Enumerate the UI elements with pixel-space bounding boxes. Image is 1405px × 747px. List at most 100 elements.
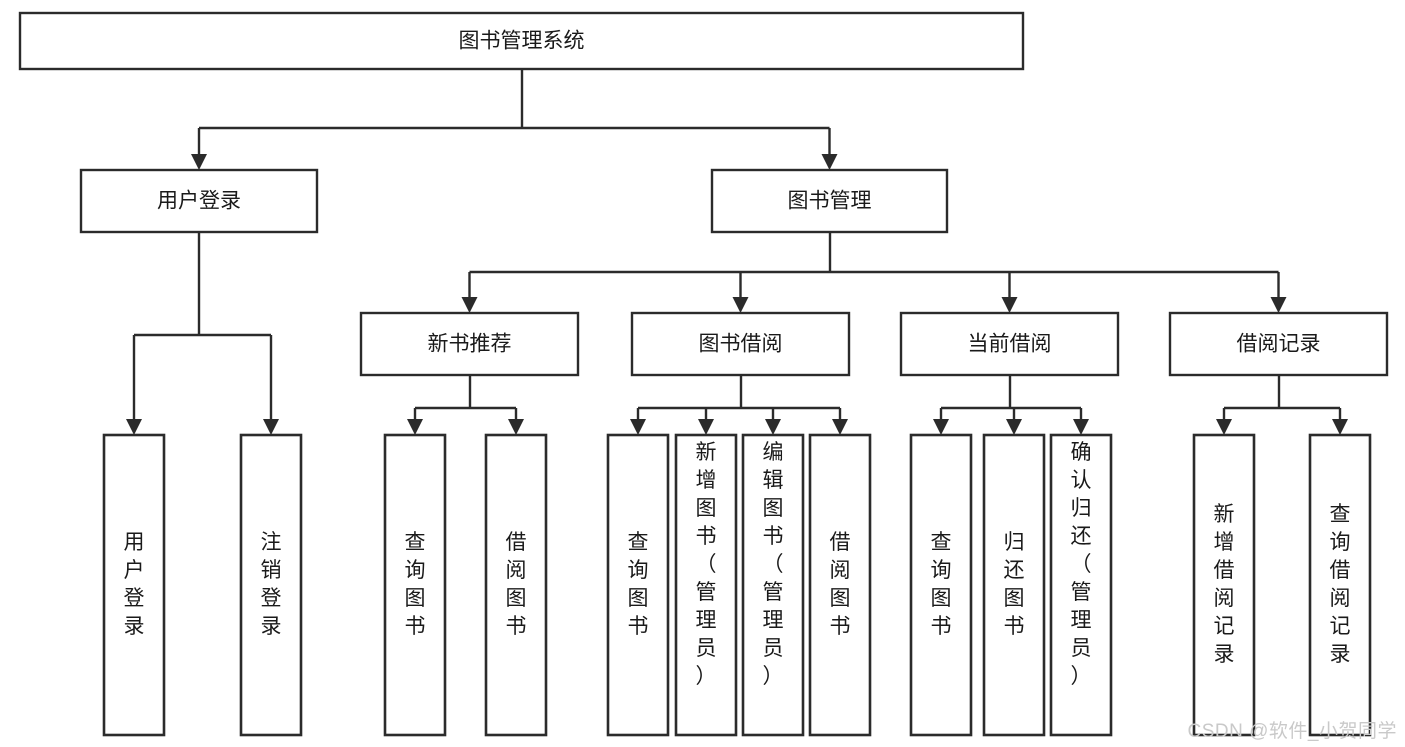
svg-text:阅: 阅	[830, 559, 851, 582]
node-current-borrow[interactable]: 当前借阅	[899, 311, 1120, 377]
node-box-root[interactable]	[18, 11, 1025, 71]
node-root[interactable]: 图书管理系统	[18, 11, 1025, 71]
node-label-user-login: 用户登录	[157, 190, 241, 213]
svg-text:管: 管	[696, 581, 717, 604]
node-box-leaf-rec-query-book[interactable]	[383, 433, 447, 737]
node-box-leaf-cur-return-book[interactable]	[982, 433, 1046, 737]
svg-text:阅: 阅	[1330, 587, 1351, 610]
svg-text:书: 书	[1004, 615, 1025, 638]
connector-book-borrow	[630, 375, 848, 435]
svg-text:记: 记	[1330, 615, 1351, 638]
node-borrow-record[interactable]: 借阅记录	[1168, 311, 1389, 377]
svg-text:书: 书	[763, 525, 784, 548]
svg-text:登: 登	[261, 587, 282, 610]
node-leaf-user-login[interactable]: 用户登录	[102, 433, 166, 737]
svg-text:员: 员	[1071, 637, 1092, 660]
svg-text:录: 录	[1330, 643, 1351, 666]
svg-text:还: 还	[1071, 525, 1092, 548]
svg-text:注: 注	[261, 531, 282, 554]
svg-text:询: 询	[931, 559, 952, 582]
svg-text:书: 书	[405, 615, 426, 638]
svg-text:询: 询	[405, 559, 426, 582]
node-new-book-recommend[interactable]: 新书推荐	[359, 311, 580, 377]
node-box-leaf-user-logout[interactable]	[239, 433, 303, 737]
node-box-leaf-cur-query-book[interactable]	[909, 433, 973, 737]
node-box-leaf-borrow-query-book[interactable]	[606, 433, 670, 737]
node-box-leaf-cur-confirm-return[interactable]	[1049, 433, 1113, 737]
connector-book-manage	[461, 232, 1287, 313]
node-book-borrow[interactable]: 图书借阅	[630, 311, 851, 377]
svg-text:员: 员	[763, 637, 784, 660]
svg-text:确: 确	[1071, 441, 1092, 464]
svg-text:书: 书	[830, 615, 851, 638]
svg-text:借: 借	[1330, 559, 1351, 582]
node-label-leaf-user-login: 用户登录	[124, 531, 145, 638]
svg-text:图: 图	[830, 587, 851, 610]
svg-text:理: 理	[1071, 609, 1092, 632]
node-book-manage[interactable]: 图书管理	[710, 168, 949, 234]
svg-text:阅: 阅	[1214, 587, 1235, 610]
node-label-borrow-record: 借阅记录	[1237, 333, 1321, 356]
nodes-layer: 图书管理系统用户登录图书管理新书推荐图书借阅当前借阅借阅记录用户登录注销登录查询…	[18, 11, 1389, 737]
node-label-new-book-recommend: 新书推荐	[428, 333, 512, 356]
svg-text:增: 增	[1214, 531, 1235, 554]
node-box-leaf-rec-add-record[interactable]	[1192, 433, 1256, 737]
connector-new-book-recommend	[407, 375, 524, 435]
svg-text:录: 录	[124, 615, 145, 638]
node-box-current-borrow[interactable]	[899, 311, 1120, 377]
svg-text:询: 询	[628, 559, 649, 582]
node-box-leaf-rec-borrow-book[interactable]	[484, 433, 548, 737]
svg-text:新: 新	[1214, 503, 1235, 526]
node-box-leaf-borrow-edit-book[interactable]	[741, 433, 805, 737]
svg-text:（: （	[696, 553, 717, 576]
svg-text:）: ）	[763, 665, 784, 688]
node-box-leaf-borrow-add-book[interactable]	[674, 433, 738, 737]
svg-text:登: 登	[124, 587, 145, 610]
node-box-leaf-rec-query-record[interactable]	[1308, 433, 1372, 737]
svg-text:图: 图	[506, 587, 527, 610]
svg-text:借: 借	[830, 531, 851, 554]
svg-text:图: 图	[405, 587, 426, 610]
node-box-leaf-borrow-borrow-book[interactable]	[808, 433, 872, 737]
svg-text:记: 记	[1214, 615, 1235, 638]
svg-text:认: 认	[1071, 469, 1092, 492]
node-box-book-manage[interactable]	[710, 168, 949, 234]
node-box-new-book-recommend[interactable]	[359, 311, 580, 377]
svg-text:编: 编	[763, 441, 784, 464]
svg-text:询: 询	[1330, 531, 1351, 554]
svg-text:录: 录	[261, 615, 282, 638]
svg-text:理: 理	[763, 609, 784, 632]
svg-text:查: 查	[628, 531, 649, 554]
node-box-user-login[interactable]	[79, 168, 319, 234]
svg-text:辑: 辑	[763, 469, 784, 492]
node-box-book-borrow[interactable]	[630, 311, 851, 377]
svg-text:图: 图	[763, 497, 784, 520]
node-box-borrow-record[interactable]	[1168, 311, 1389, 377]
node-label-book-borrow: 图书借阅	[699, 333, 783, 356]
svg-text:管: 管	[763, 581, 784, 604]
node-box-leaf-user-login[interactable]	[102, 433, 166, 737]
node-user-login[interactable]: 用户登录	[79, 168, 319, 234]
svg-text:管: 管	[1071, 581, 1092, 604]
